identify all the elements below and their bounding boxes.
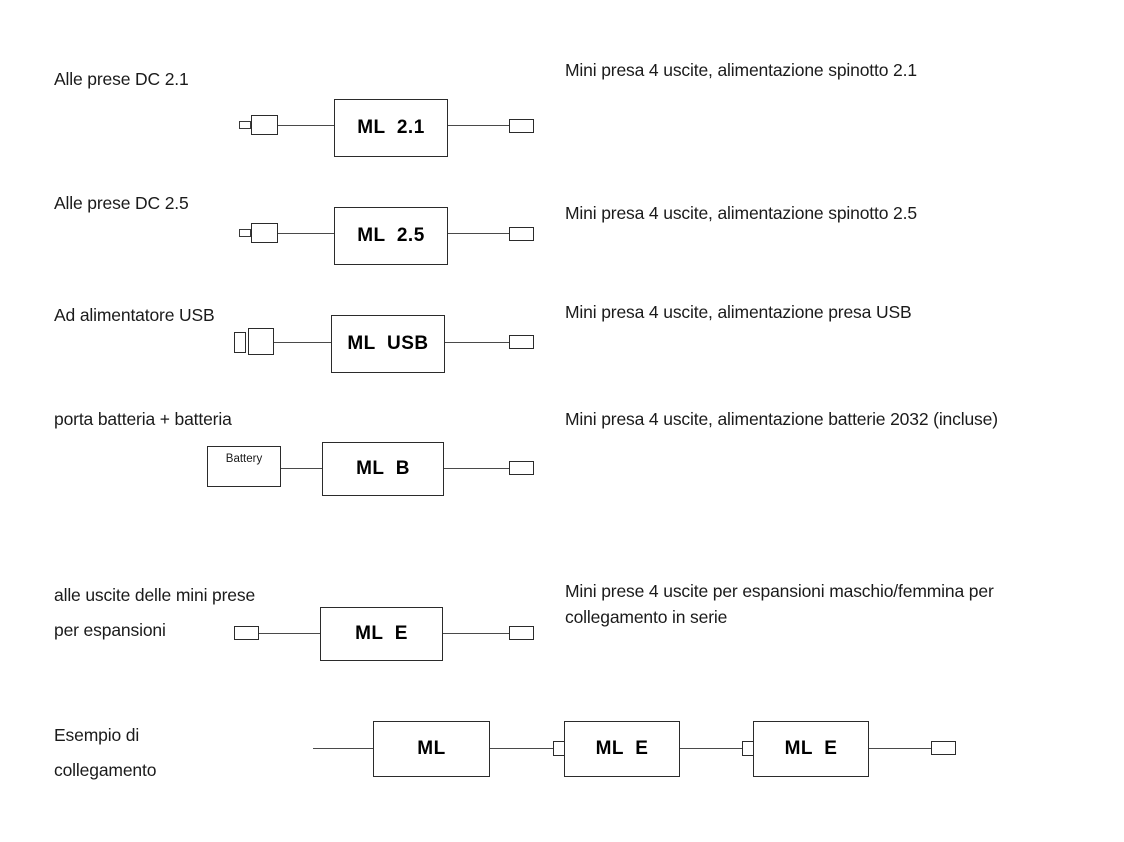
- dc-plug-tip-icon: [239, 121, 251, 129]
- row-dc25-module-box: ML 2.5: [334, 207, 448, 265]
- row-dc25-module-label: ML 2.5: [357, 225, 425, 246]
- row-battery-output-wire: [444, 468, 509, 469]
- row-dc21-right-label: Mini presa 4 uscite, alimentazione spino…: [565, 60, 917, 80]
- row-expansion-right-label: Mini prese 4 uscite per espansioni masch…: [565, 581, 994, 627]
- row-usb-right-label: Mini presa 4 uscite, alimentazione presa…: [565, 302, 912, 322]
- row-usb-left-label: Ad alimentatore USB: [54, 305, 215, 325]
- row-battery-left-label: porta batteria + batteria: [54, 409, 232, 429]
- row-dc21-left-label: Alle prese DC 2.1: [54, 69, 189, 89]
- row-expansion-left-label-line2: per espansioni: [54, 620, 166, 640]
- usb-plug-body-icon: [248, 328, 274, 355]
- row-example-left-label-line1: Esempio di: [54, 725, 140, 745]
- row-dc21-input-wire: [278, 125, 334, 126]
- row-battery-input-wire: [281, 468, 322, 469]
- row-example-chain-label-1: ML: [417, 738, 446, 759]
- row-dc21-module-label: ML 2.1: [357, 117, 425, 138]
- row-example-chain-box-1: ML: [373, 721, 490, 777]
- row-battery-right-label: Mini presa 4 uscite, alimentazione batte…: [565, 409, 998, 429]
- row-expansion-input-socket-icon: [234, 626, 259, 640]
- row-example-chain-box-2: ML E: [564, 721, 680, 777]
- row-dc21-output-socket-icon: [509, 119, 534, 133]
- row-dc25-right-label: Mini presa 4 uscite, alimentazione spino…: [565, 203, 917, 223]
- row-example-link-wire-1: [490, 748, 553, 749]
- row-dc21-output-wire: [448, 125, 509, 126]
- row-usb-module-box: ML USB: [331, 315, 445, 373]
- row-example-lead-wire: [313, 748, 373, 749]
- dc-plug-body-icon: [251, 115, 278, 135]
- row-dc21-module-box: ML 2.1: [334, 99, 448, 157]
- row-example-chain-box-3: ML E: [753, 721, 869, 777]
- usb-plug-tip-icon: [234, 332, 246, 353]
- row-usb-output-wire: [445, 342, 509, 343]
- row-dc25-input-wire: [278, 233, 334, 234]
- row-battery-module-label: ML B: [356, 458, 410, 479]
- row-battery-module-box: ML B: [322, 442, 444, 496]
- row-example-left-label-line2: collegamento: [54, 760, 157, 780]
- row-example-output-socket-icon: [931, 741, 956, 755]
- row-example-chain-label-3: ML E: [784, 738, 838, 759]
- battery-holder-label: Battery: [225, 453, 263, 465]
- row-expansion-output-wire: [443, 633, 509, 634]
- row-expansion-left-label-line1: alle uscite delle mini prese: [54, 585, 256, 605]
- row-dc25-output-wire: [448, 233, 509, 234]
- dc-plug-tip-icon: [239, 229, 251, 237]
- row-usb-input-wire: [274, 342, 331, 343]
- row-dc25-left-label: Alle prese DC 2.5: [54, 193, 189, 213]
- row-example-output-wire: [869, 748, 931, 749]
- row-expansion-module-box: ML E: [320, 607, 443, 661]
- row-expansion-input-wire: [259, 633, 320, 634]
- row-usb-module-label: ML USB: [347, 333, 429, 354]
- row-example-link-wire-2: [680, 748, 742, 749]
- row-usb-output-socket-icon: [509, 335, 534, 349]
- row-expansion-output-socket-icon: [509, 626, 534, 640]
- row-example-chain-label-2: ML E: [595, 738, 649, 759]
- row-dc25-output-socket-icon: [509, 227, 534, 241]
- dc-plug-body-icon: [251, 223, 278, 243]
- row-battery-output-socket-icon: [509, 461, 534, 475]
- battery-holder-box: Battery: [207, 446, 281, 487]
- row-expansion-module-label: ML E: [355, 623, 408, 644]
